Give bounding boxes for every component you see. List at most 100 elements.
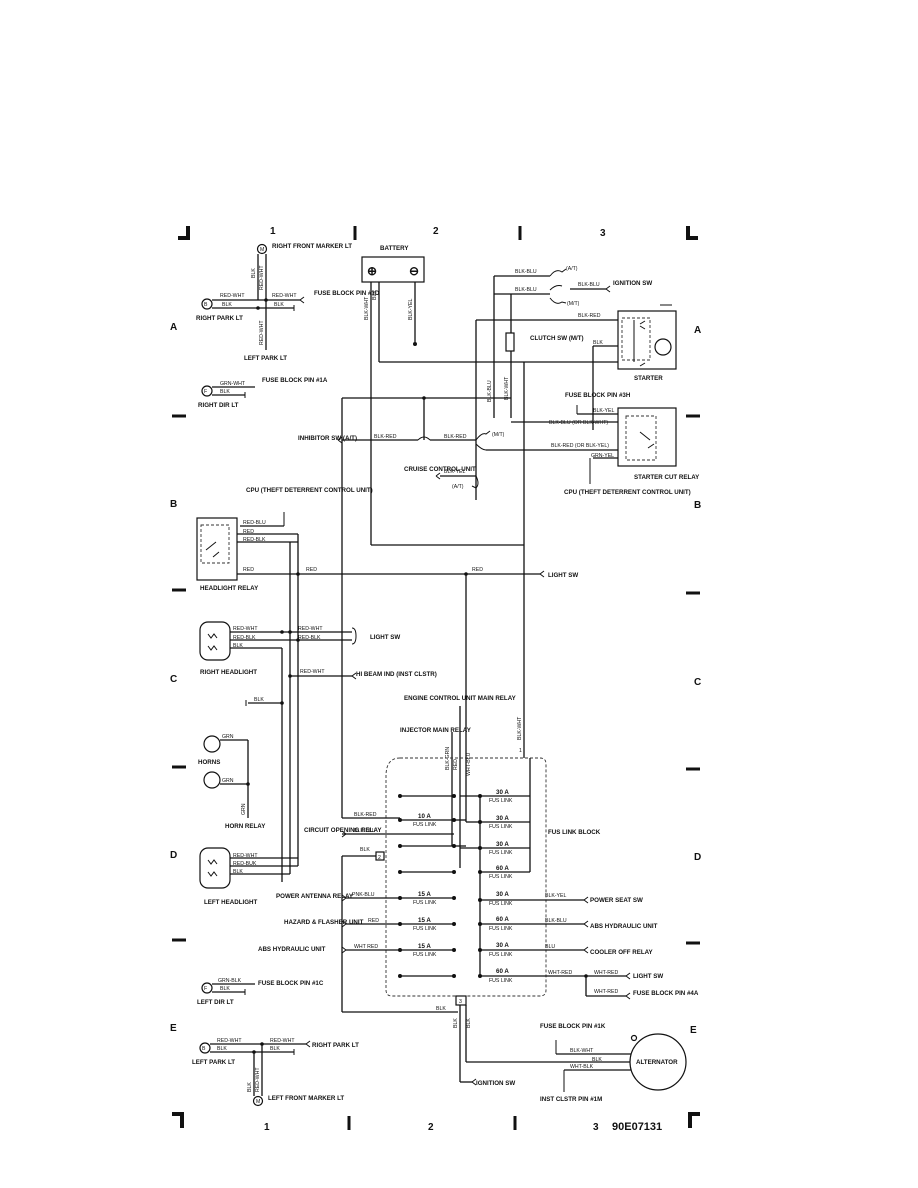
wire-label-red-wht: RED-WHT — [233, 626, 258, 632]
drawing-id: 90E07131 — [612, 1121, 662, 1133]
wire-label-red-wht: RED-WHT — [233, 853, 258, 859]
inst-clstr-pin-1m-label: INST CLSTR PIN #1M — [540, 1096, 602, 1103]
alternator-circuit: 3 BLK BLK IGNITION SW FUSE BLOCK PIN #1K… — [453, 995, 687, 1103]
wire-label-blk: BLK — [251, 268, 257, 278]
wire-label-mt: (M/T) — [492, 432, 505, 438]
wire-label-blk-red: BLK-RED — [444, 434, 467, 440]
wire-label-blk-blu: BLK-BLU — [515, 269, 537, 275]
wire-label-blk: BLK — [592, 1057, 602, 1063]
fus-link-label: FUS LINK — [413, 900, 437, 906]
wire-label-blk-wht: BLK-WHT — [364, 296, 370, 320]
wire-label-wht-red: WHT-RED — [594, 970, 618, 976]
wire-label-red-wht: RED-WHT — [272, 293, 297, 299]
fus-link-rating: 30 A — [496, 815, 509, 822]
power-antenna-label: POWER ANTENNA RELAY — [276, 893, 354, 900]
fus-link-rating: 60 A — [496, 916, 509, 923]
wire-label-blk-wht: BLK-WHT — [570, 1048, 594, 1054]
wire-label-blk: BLK — [372, 290, 378, 300]
fus-link-rating: 30 A — [496, 841, 509, 848]
wire-label-blk-red-or: BLK-RED (OR BLK-YEL) — [551, 443, 609, 449]
fus-link-left-1 — [398, 794, 456, 798]
right-park-lt-e-label: RIGHT PARK LT — [312, 1042, 359, 1049]
wire-label-blk: BLK — [222, 302, 232, 308]
zone-row-e-left: E — [170, 1023, 177, 1034]
light-sw-1-label: LIGHT SW — [548, 572, 578, 579]
left-lamps-circuit: F GRN-BLK BLK FUSE BLOCK PIN #1C LEFT DI… — [192, 978, 359, 1107]
fus-link-rating: 60 A — [496, 865, 509, 872]
fus-link-block-label: FUS LINK BLOCK — [548, 829, 601, 836]
wire-label-blu: BLU — [545, 944, 555, 950]
fus-link-rating: 15 A — [418, 943, 431, 950]
left-headlight-circuit: RED-WHT RED-BUK BLK LEFT HEADLIGHT — [199, 847, 298, 906]
zone-row-e-right: E — [690, 1025, 697, 1036]
zone-row-c-right: C — [694, 677, 701, 688]
wire-label-blk: BLK — [220, 986, 230, 992]
pin-1: 1 — [519, 748, 522, 754]
wire-label-red-wht: RED-WHT — [259, 265, 265, 290]
svg-text:M: M — [260, 247, 264, 253]
inhibitor-sw-label: INHIBITOR SW (A/T) — [298, 435, 357, 442]
wire-label-red: RED — [472, 567, 483, 573]
fus-link-label: FUS LINK — [489, 978, 513, 984]
alternator — [629, 1033, 687, 1091]
wire-label-at: (A/T) — [566, 266, 578, 272]
zone-row-a-right: A — [694, 325, 701, 336]
wire-label-grn-wht: GRN-WHT — [220, 381, 246, 387]
fus-link-label: FUS LINK — [489, 824, 513, 830]
fus-link-right-8: 60 A FUS LINK — [478, 968, 540, 984]
abs-hydraulic-left-label: ABS HYDRAULIC UNIT — [258, 946, 326, 953]
wire-label-blk: BLK — [593, 340, 603, 346]
fus-link-label: FUS LINK — [489, 926, 513, 932]
wire-label-red: RED — [306, 567, 317, 573]
fus-link-block: FUS LINK BLOCK 10 A FUS LINK 15 A FUS LI… — [385, 757, 601, 997]
wire-label-red: RED — [243, 567, 254, 573]
wire-label-blk: BLK — [233, 643, 243, 649]
svg-text:F: F — [204, 986, 207, 992]
wire-label-blk: BLK — [270, 1046, 280, 1052]
fus-link-left-4 — [398, 870, 456, 874]
circuit-opening-relay-label: CIRCUIT OPENING RELAY — [304, 827, 382, 834]
wire-label-blk: BLK — [254, 697, 264, 703]
horn-relay-label: HORN RELAY — [225, 823, 266, 830]
ignition-sw-top-label: IGNITION SW — [613, 280, 652, 287]
headlight-relay-label: HEADLIGHT RELAY — [200, 585, 259, 592]
wire-label-red-wht: RED-WHT — [270, 1038, 295, 1044]
horn-circuit: GRN GRN GRN HORNS HORN RELAY — [198, 734, 266, 830]
zone-col-1-bottom: 1 — [264, 1122, 270, 1133]
left-front-marker-label: LEFT FRONT MARKER LT — [268, 1095, 344, 1102]
battery-starter-circuit: BATTERY ⊕ ⊖ BLK-WHT BLK BLK-YEL BLK-BLU … — [361, 245, 677, 545]
fuse-block-pin-3h-label: FUSE BLOCK PIN #3H — [565, 392, 631, 399]
wire-label-blk: BLK — [436, 1006, 446, 1012]
right-park-lt-label: RIGHT PARK LT — [196, 315, 243, 322]
right-front-marker-circuit: M RIGHT FRONT MARKER LT BLK RED-WHT B RE… — [196, 243, 380, 409]
right-front-marker-label: RIGHT FRONT MARKER LT — [272, 243, 352, 250]
zone-col-3-bottom: 3 — [593, 1122, 599, 1133]
wire-label-grn: GRN — [222, 734, 234, 740]
fus-link-left-2: 10 A FUS LINK — [398, 813, 456, 828]
fuse-block-pin-1d-label: FUSE BLOCK PIN #1D — [314, 290, 380, 297]
fus-link-left-5: 15 A FUS LINK — [398, 891, 456, 906]
fus-link-right-6: 60 A FUS LINK — [478, 916, 540, 932]
zone-row-d-right: D — [694, 852, 701, 863]
wire-label-wht-blu: WHT-BLU — [466, 752, 472, 776]
wire-label-blk: BLK — [220, 389, 230, 395]
fuse-block-pin-1c-label: FUSE BLOCK PIN #1C — [258, 980, 324, 987]
clutch-switch — [505, 332, 515, 352]
fus-link-label: FUS LINK — [489, 850, 513, 856]
engine-control-relay-label: ENGINE CONTROL UNIT MAIN RELAY — [404, 695, 517, 702]
fus-link-label: FUS LINK — [489, 901, 513, 907]
wire-label-blk-yel: BLK-YEL — [593, 408, 614, 414]
wire-label-blk-blu: BLK-BLU — [545, 918, 567, 924]
horn-upper — [203, 735, 221, 753]
starter-cut-relay-label: STARTER CUT RELAY — [634, 474, 700, 481]
power-seat-sw-label: POWER SEAT SW — [590, 897, 643, 904]
zone-col-2-bottom: 2 — [428, 1122, 434, 1133]
fus-link-left-loads: BLK-RED BLK-BLU CIRCUIT OPENING RELAY BL… — [258, 812, 458, 1013]
wire-label-red-blk: RED-BLK — [243, 537, 266, 543]
wire-label-blk-blu: BLK-BLU — [354, 828, 376, 834]
wire-label-red-wht: RED-WHT — [298, 626, 323, 632]
battery-label: BATTERY — [380, 245, 409, 252]
fus-link-label: FUS LINK — [489, 798, 513, 804]
wire-label-blk-red: BLK-RED — [578, 313, 601, 319]
